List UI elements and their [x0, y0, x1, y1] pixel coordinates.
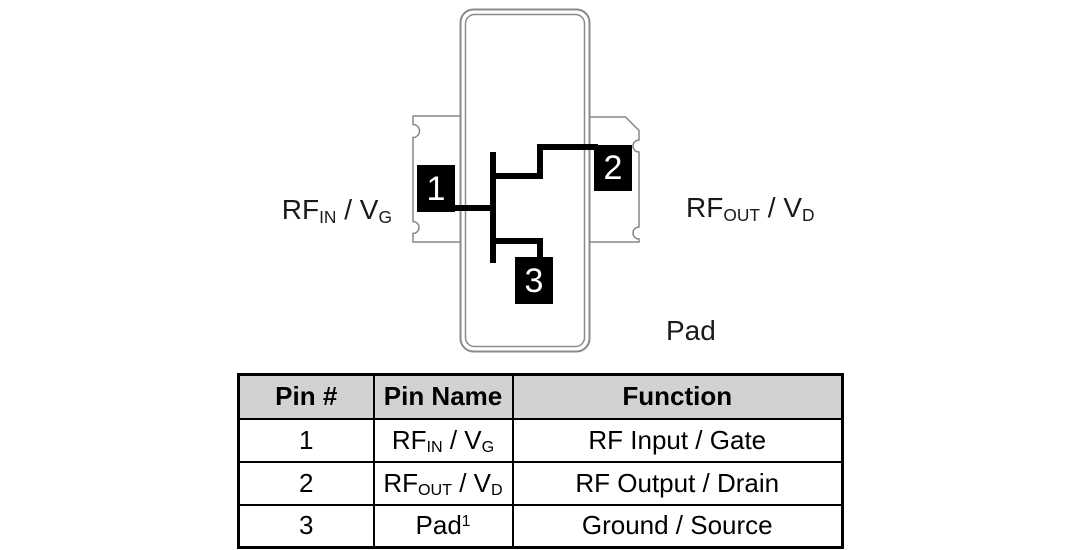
transistor-source-trace: [491, 238, 543, 260]
cell-function: Ground / Source: [511, 503, 844, 549]
header-pin-name: Pin Name: [372, 373, 514, 420]
pin-1-number: 1: [426, 169, 446, 208]
rf-in-label: RFIN / VG: [281, 194, 392, 227]
cell-function: RF Output / Drain: [511, 460, 844, 506]
package-body-outer: [459, 8, 591, 353]
header-pin-number: Pin #: [237, 373, 375, 420]
pin-2-number: 2: [603, 149, 623, 187]
cell-pin-name: Pad1: [372, 503, 514, 549]
cell-pin-number: 2: [237, 460, 375, 506]
rf-out-label: RFOUT / VD: [686, 192, 815, 225]
cell-pin-number: 3: [237, 503, 375, 549]
pin-1-marker: 1: [417, 165, 455, 212]
package-body-inner: [464, 13, 586, 348]
cell-pin-number: 1: [237, 417, 375, 463]
pin-3-number: 3: [524, 261, 544, 300]
table-row: 1 RFIN / VG RF Input / Gate: [237, 417, 844, 463]
pin-3-marker: 3: [515, 257, 553, 304]
pin-function-table: Pin # Pin Name Function 1 RFIN / VG RF I…: [237, 373, 844, 549]
cell-pin-name: RFOUT / VD: [372, 460, 514, 506]
table-row: 3 Pad1 Ground / Source: [237, 503, 844, 549]
cell-function: RF Input / Gate: [511, 417, 844, 463]
table-row: 2 RFOUT / VD RF Output / Drain: [237, 460, 844, 506]
table-header-row: Pin # Pin Name Function: [237, 373, 844, 420]
header-function: Function: [511, 373, 844, 420]
pin-2-marker: 2: [594, 145, 632, 191]
transistor-drain-trace: [491, 144, 598, 179]
cell-pin-name: RFIN / VG: [372, 417, 514, 463]
pad-label: Pad: [666, 315, 716, 346]
